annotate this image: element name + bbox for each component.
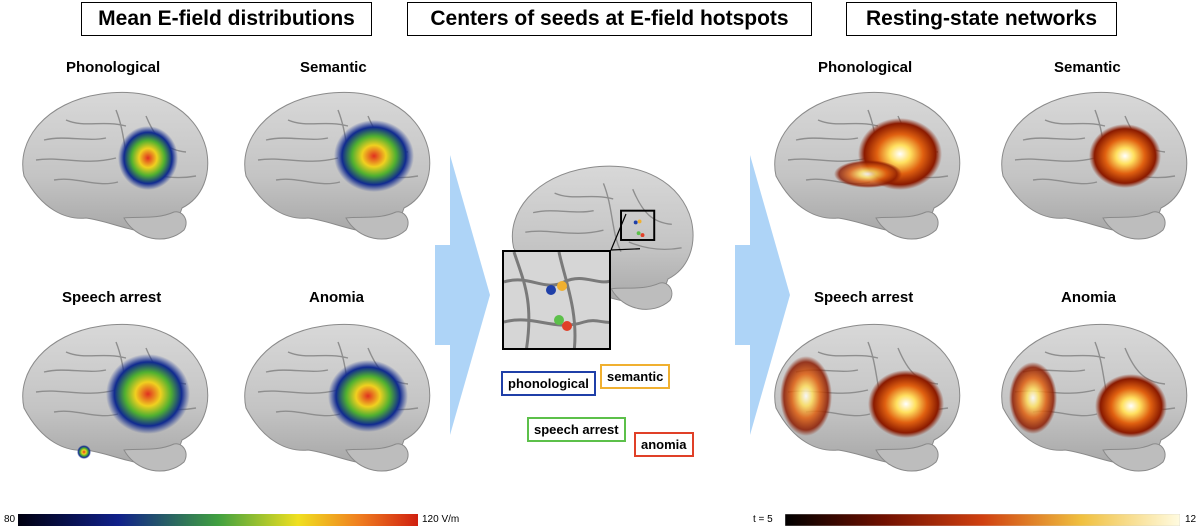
brain-efield-anomia <box>244 323 431 472</box>
seed-dot-semantic <box>557 281 567 291</box>
brain-efield-semantic <box>244 91 431 240</box>
label-right-phonological: Phonological <box>818 59 913 76</box>
brain-efield-phonological <box>22 91 209 240</box>
seed-dot-anomia <box>562 321 572 331</box>
seed-dot-phonological <box>546 285 556 295</box>
efield-colorbar <box>18 514 418 526</box>
tag-phonological: phonological <box>501 371 596 396</box>
label-right-anomia: Anomia <box>1061 289 1117 306</box>
header-resting-state: Resting-state networks <box>846 2 1117 36</box>
zoom-inset <box>502 250 611 350</box>
t-colorbar <box>785 514 1180 526</box>
brain-rs-anomia <box>1001 323 1188 472</box>
t-bar-min-label: t = 5 <box>753 514 773 525</box>
t-bar-max-label: 12 <box>1185 514 1197 525</box>
seed-dot-speech-arrest <box>554 315 564 325</box>
brain-rs-phonological <box>774 91 961 240</box>
brain-efield-speech-arrest <box>22 323 209 472</box>
label-left-speech-arrest: Speech arrest <box>62 289 162 306</box>
arrow-right-2 <box>735 155 790 435</box>
tag-speech-arrest: speech arrest <box>527 417 626 442</box>
label-right-speech-arrest: Speech arrest <box>814 289 914 306</box>
header-efield: Mean E-field distributions <box>81 2 372 36</box>
efield-bar-max-label: 120 V/m <box>422 514 460 525</box>
tag-anomia: anomia <box>634 432 694 457</box>
brain-rs-speech-arrest <box>774 323 961 472</box>
arrow-right-1 <box>435 155 490 435</box>
label-left-phonological: Phonological <box>66 59 161 76</box>
header-seeds: Centers of seeds at E-field hotspots <box>407 2 812 36</box>
efield-bar-min-label: 80 <box>4 514 16 525</box>
inset-connector-lines <box>610 213 640 251</box>
brain-rs-semantic <box>1001 91 1188 240</box>
label-left-anomia: Anomia <box>309 289 365 306</box>
tag-semantic: semantic <box>600 364 671 389</box>
label-right-semantic: Semantic <box>1054 59 1121 76</box>
label-left-semantic: Semantic <box>300 59 367 76</box>
